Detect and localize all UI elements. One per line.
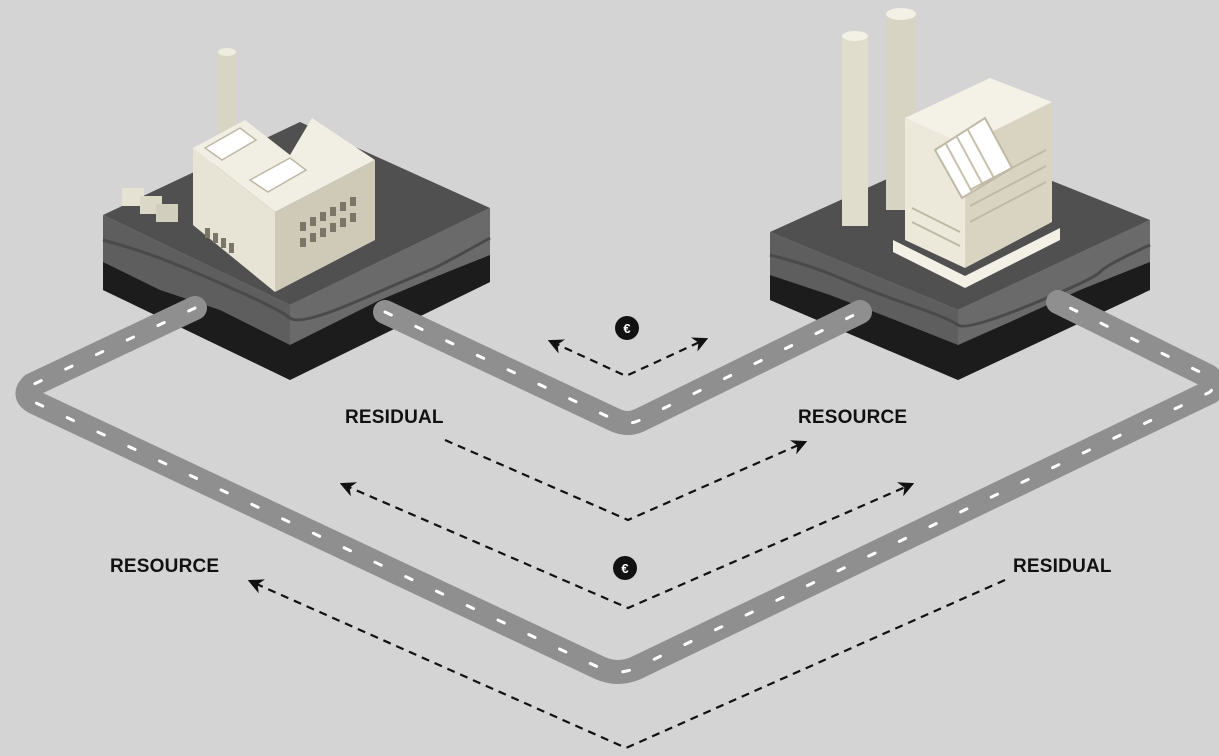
coin-middle-symbol: € <box>621 561 628 576</box>
flow-arrows <box>247 337 1006 750</box>
right-platform-strata <box>769 243 1151 328</box>
left-chimney <box>218 52 236 152</box>
stack-1 <box>842 36 868 226</box>
plant-bands <box>911 149 1047 247</box>
plant-base <box>893 228 1060 288</box>
plant-glazing-lines <box>945 129 995 193</box>
factory-right-face <box>275 160 375 292</box>
top-money-arrows <box>547 337 709 378</box>
label-residual-bottom: RESIDUAL <box>1013 556 1112 577</box>
left-chimney-top <box>218 48 236 56</box>
coin-top: € <box>615 316 639 340</box>
label-residual-top: RESIDUAL <box>345 407 444 428</box>
outer-residual-resource-arrow <box>247 578 1006 750</box>
middle-money-arrows <box>339 482 915 610</box>
coin-middle: € <box>613 556 637 580</box>
plant-roof <box>905 78 1052 145</box>
inner-pipe-chevrons <box>383 310 862 425</box>
label-resource-top: RESOURCE <box>798 407 908 428</box>
factory-windows <box>205 197 356 253</box>
storage-boxes <box>122 188 178 222</box>
coin-top-symbol: € <box>623 321 630 336</box>
left-platform-strata <box>102 236 491 322</box>
factory-skylights <box>203 127 308 193</box>
inner-residual-resource-arrow <box>444 438 808 522</box>
label-resource-bottom: RESOURCE <box>110 556 220 577</box>
left-factory <box>102 48 491 380</box>
pipes <box>15 290 1219 684</box>
outer-pipe <box>15 290 1219 684</box>
factory-left-face <box>193 148 275 292</box>
stack-2-top <box>886 8 916 20</box>
stack-1-top <box>842 31 868 41</box>
